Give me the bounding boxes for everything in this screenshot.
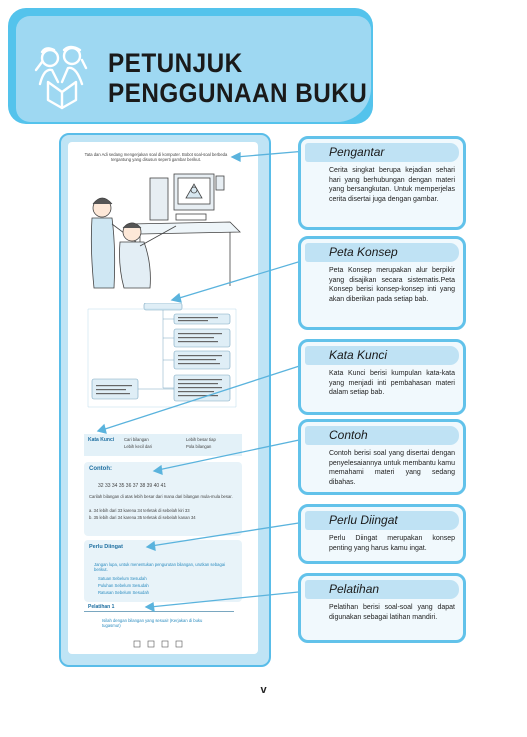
callout-peta-konsep-label: Peta Konsep [305, 243, 459, 262]
callout-pelatihan-label: Pelatihan [305, 580, 459, 599]
page-title-line1: PETUNJUK [108, 48, 243, 78]
kata-kunci-item: Pola bilangan [186, 444, 212, 449]
perlu-diingat-label: Perlu Diingat [89, 544, 123, 550]
callout-kata-kunci-text: Kata Kunci berisi kumpulan kata-kata yan… [329, 370, 455, 396]
contoh-item: b. 35 lebih dari 34 karena 35 terletak d… [89, 515, 196, 520]
kata-kunci-item: Lebih besar tiap [186, 437, 216, 442]
concept-map-diagram [87, 302, 237, 408]
callout-perlu-diingat: Perlu Diingat Perlu Diingat merupakan ko… [298, 504, 466, 564]
callout-contoh-text: Contoh berisi soal yang disertai dengan … [329, 450, 455, 486]
page-title-line2: PENGGUNAAN BUKU [108, 78, 368, 108]
intro-caption: Tata dan Adi sedang mengerjakan soal di … [84, 152, 228, 162]
kata-kunci-item: Cari bilangan [124, 437, 149, 442]
contoh-label: Contoh: [89, 466, 112, 472]
perlu-diingat-item: Ratusan Sebelum Sesudah [98, 590, 149, 595]
callout-kata-kunci: Kata Kunci Kata Kunci berisi kumpulan ka… [298, 339, 466, 415]
page-title: PETUNJUK PENGGUNAAN BUKU [108, 48, 367, 108]
kata-kunci-box: Kata Kunci Cari bilangan Lebih kecil dar… [84, 434, 242, 456]
perlu-diingat-text: Jangan lupa, untuk menentukan pengurutan… [94, 562, 226, 572]
perlu-diingat-item: Puluhan Sebelum Sesudah [98, 583, 149, 588]
pelatihan-header: Pelatihan 1 [84, 604, 234, 612]
contoh-numbers: 32 33 34 35 36 37 38 39 40 41 [98, 483, 167, 489]
callout-peta-konsep: Peta Konsep Peta Konsep merupakan alur b… [298, 236, 466, 330]
kata-kunci-item: Lebih kecil dari [124, 444, 152, 449]
callout-pengantar-text: Cerita singkat berupa kejadian sehari ha… [329, 167, 455, 203]
callout-pengantar: Pengantar Cerita singkat berupa kejadian… [298, 136, 466, 230]
callout-perlu-diingat-text: Perlu Diingat merupakan konsep penting y… [329, 535, 455, 552]
callout-contoh: Contoh Contoh berisi soal yang disertai … [298, 419, 466, 495]
children-computer-illustration [90, 173, 241, 289]
callout-kata-kunci-label: Kata Kunci [305, 346, 459, 365]
concept-map [80, 302, 240, 413]
pelatihan-area: Pelatihan 1 Isilah dengan bilangan yang … [84, 604, 242, 650]
children-reading-icon [34, 45, 88, 110]
callout-pelatihan: Pelatihan Pelatihan berisi soal-soal yan… [298, 573, 466, 643]
pelatihan-text: Isilah dengan bilangan yang sesuai! (Ker… [102, 618, 203, 628]
callout-contoh-label: Contoh [305, 426, 459, 445]
perlu-diingat-box: Perlu Diingat Jangan lupa, untuk menentu… [84, 540, 242, 602]
perlu-diingat-item: Satuan Sebelum Sesudah [98, 576, 147, 581]
contoh-box: Contoh: 32 33 34 35 36 37 38 39 40 41 Ca… [84, 462, 242, 536]
pelatihan-number-boxes [133, 640, 183, 648]
callout-perlu-diingat-label: Perlu Diingat [305, 511, 459, 530]
contoh-item: a. 34 lebih dari 33 karena 34 terletak d… [89, 508, 190, 513]
page-number: v [260, 684, 267, 696]
pelatihan-label: Pelatihan 1 [88, 604, 115, 610]
callout-pelatihan-text: Pelatihan berisi soal-soal yang dapat di… [329, 604, 455, 621]
contoh-text: Carilah bilangan di atas lebih besar dar… [89, 494, 233, 499]
callout-peta-konsep-text: Peta Konsep merupakan alur berpikir yang… [329, 267, 455, 303]
kata-kunci-label: Kata Kunci [88, 437, 115, 443]
callout-pengantar-label: Pengantar [305, 143, 459, 162]
